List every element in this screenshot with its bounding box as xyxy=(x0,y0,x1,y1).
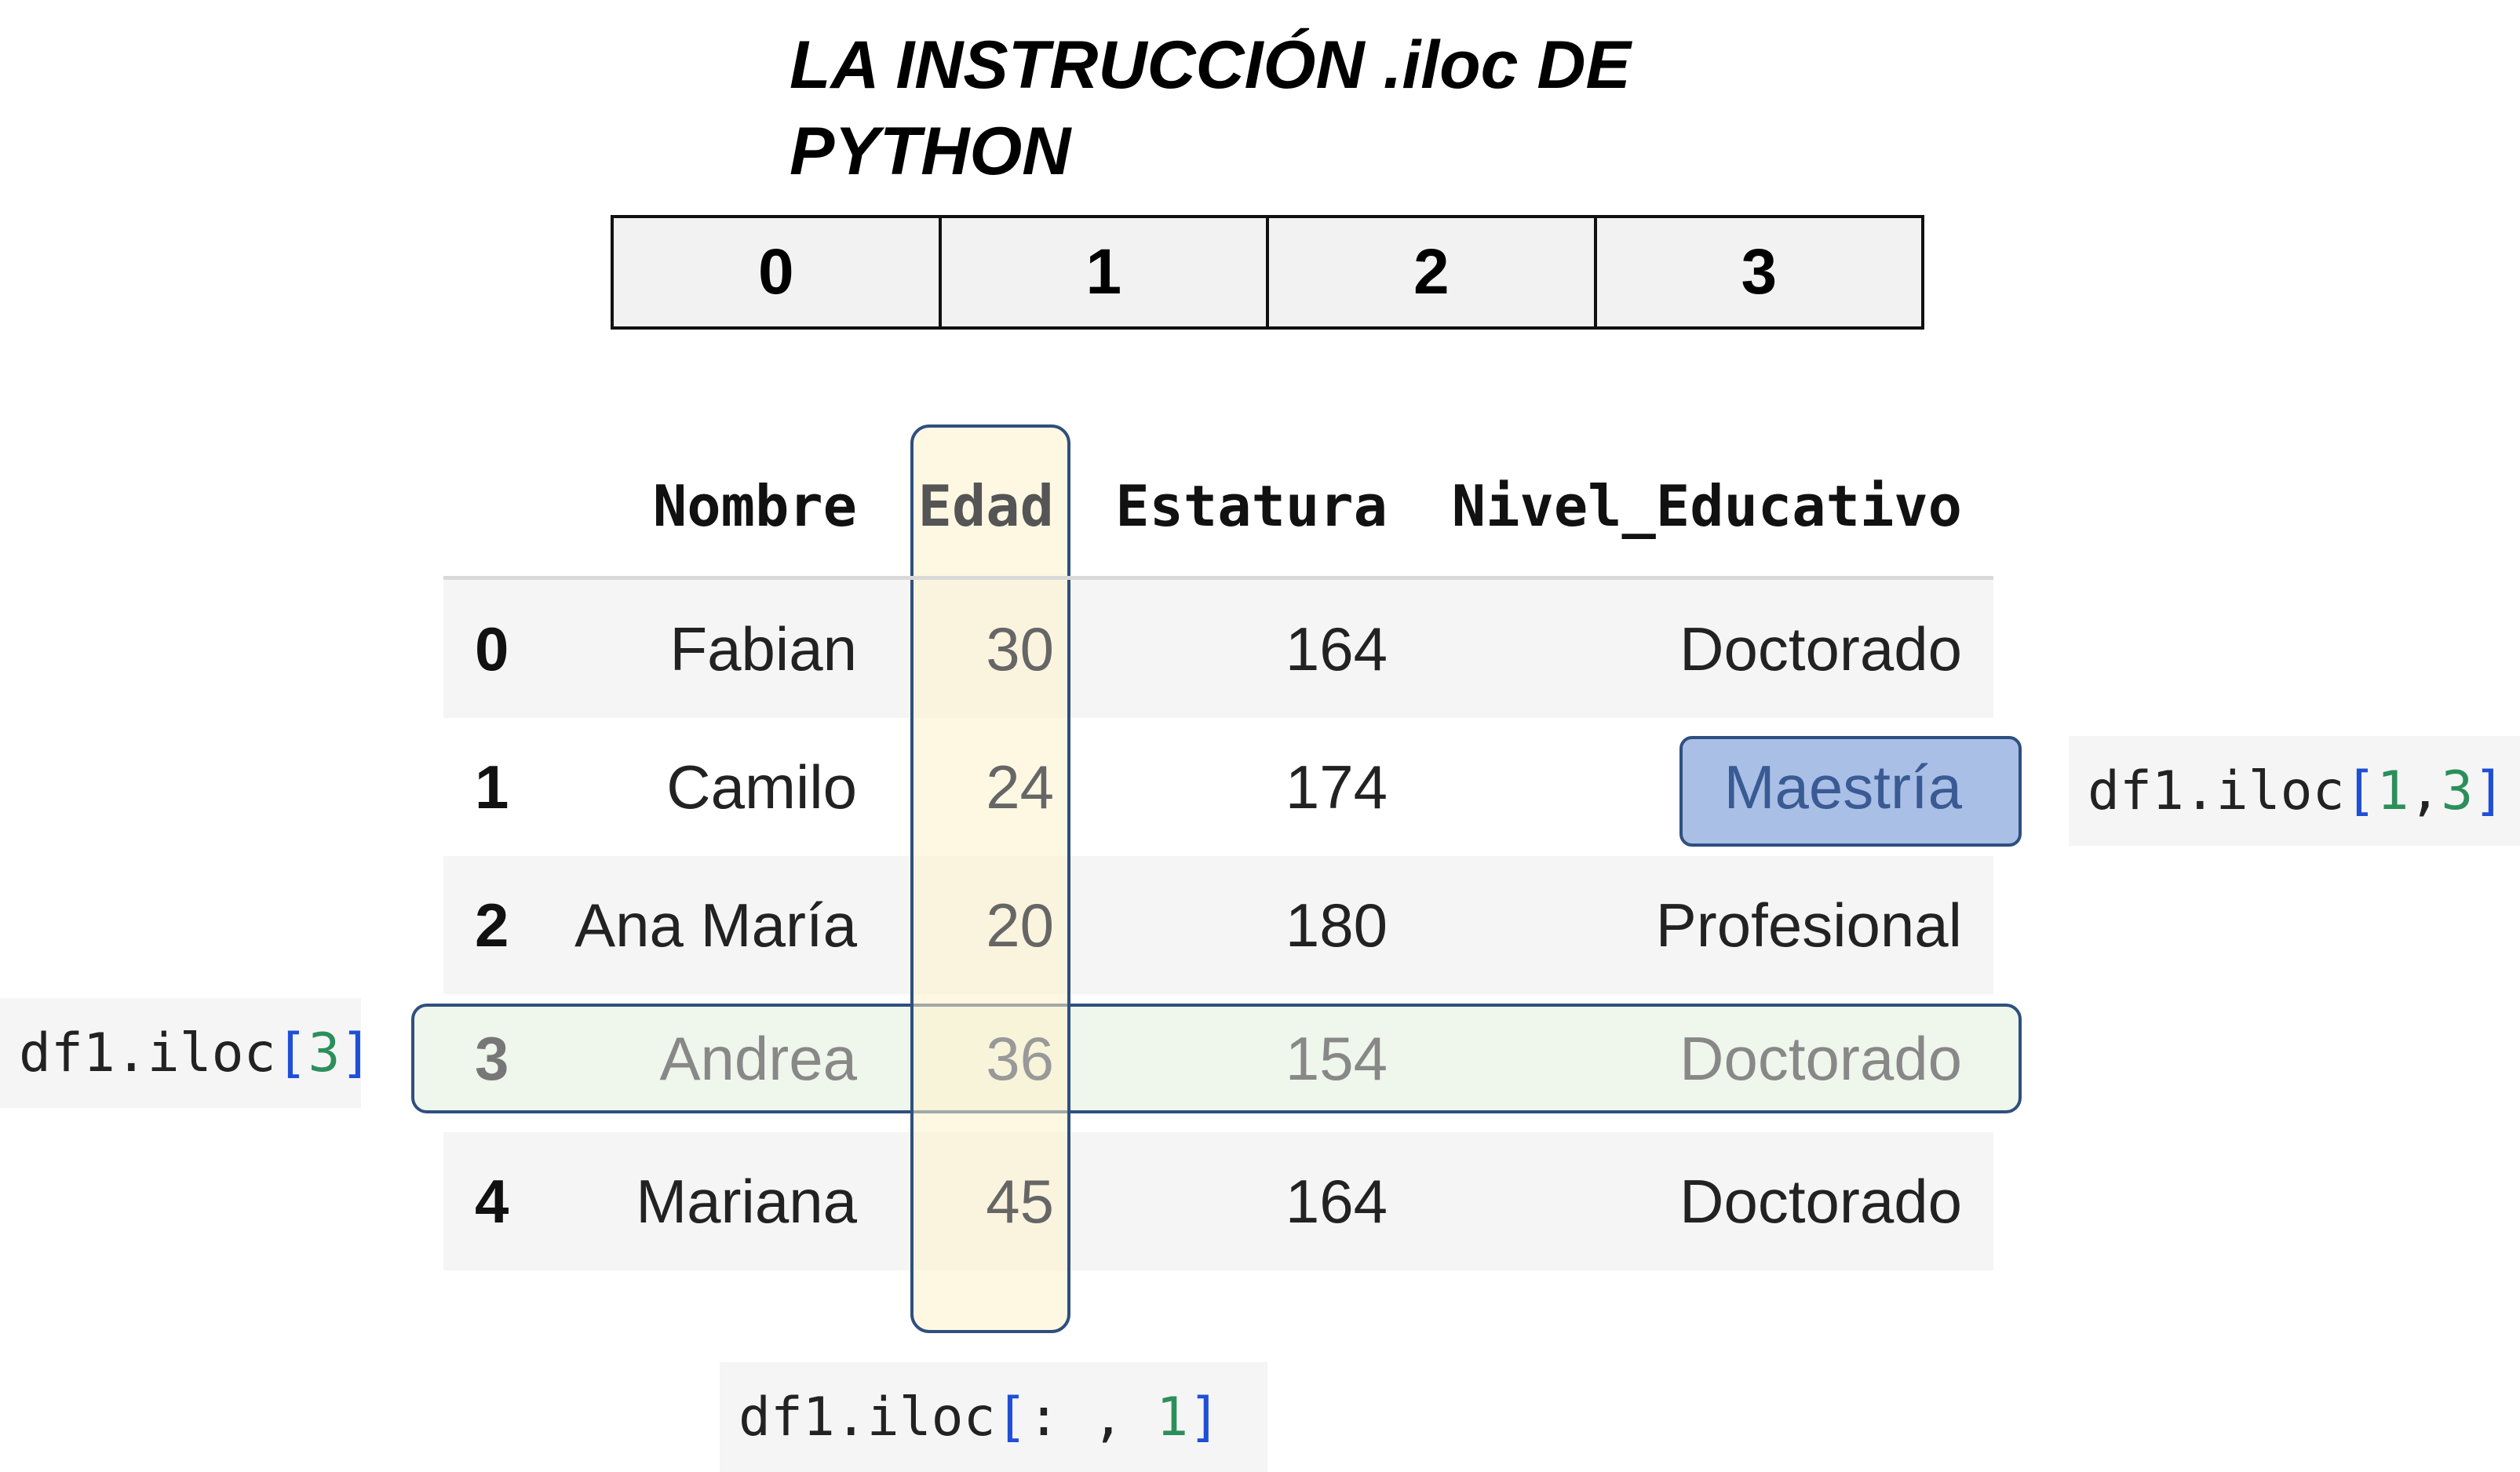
header-divider xyxy=(443,576,1993,580)
code-slice: : , xyxy=(1027,1386,1157,1448)
code-prefix: df1.iloc xyxy=(2088,760,2345,822)
cell-edad: 36 xyxy=(986,1024,1054,1093)
cell-edad: 24 xyxy=(986,752,1054,822)
code-bracket-open: [ xyxy=(995,1386,1028,1448)
cell-nombre: Andrea xyxy=(659,1024,857,1093)
row-index: 2 xyxy=(475,891,509,960)
cell-estatura: 174 xyxy=(1285,752,1388,822)
column-header-nivel-educativo: Nivel_Educativo xyxy=(1451,473,1962,539)
table-row-selected: 3 Andrea 36 154 Doctorado xyxy=(443,989,1993,1128)
title-line-2: PYTHON xyxy=(790,114,1071,189)
code-bracket-open: [ xyxy=(275,1022,308,1084)
code-prefix: df1.iloc xyxy=(19,1022,276,1084)
row-index: 4 xyxy=(475,1167,509,1236)
cell-nivel-educativo-selected: Maestría xyxy=(1723,752,1962,822)
selected-row-highlight xyxy=(411,1004,2022,1113)
code-snippet-column: df1.iloc[: , 1] xyxy=(720,1362,1267,1472)
code-separator: , xyxy=(2409,760,2442,822)
cell-nivel-educativo: Doctorado xyxy=(1679,1167,1962,1236)
code-number: 1 xyxy=(1156,1386,1189,1448)
position-index-strip: 0 1 2 3 xyxy=(611,215,1924,330)
code-number: 1 xyxy=(2376,760,2409,822)
cell-estatura: 154 xyxy=(1285,1024,1388,1093)
cell-edad: 30 xyxy=(986,614,1054,683)
position-index-0: 0 xyxy=(614,218,942,326)
table-row-bg-0 xyxy=(443,580,1993,718)
table-row: 0 Fabian 30 164 Doctorado xyxy=(443,580,1993,718)
column-header-edad: Edad xyxy=(917,473,1054,539)
row-index: 0 xyxy=(475,614,509,683)
column-header-nombre: Nombre xyxy=(652,473,857,539)
code-snippet-cell: df1.iloc[1,3] xyxy=(2069,736,2520,846)
cell-nombre: Mariana xyxy=(636,1167,857,1236)
table-row-bg-4 xyxy=(443,1132,1993,1270)
cell-edad: 20 xyxy=(986,891,1054,960)
cell-estatura: 180 xyxy=(1285,891,1388,960)
cell-nivel-educativo: Doctorado xyxy=(1679,614,1962,683)
position-index-3: 3 xyxy=(1596,218,1921,326)
code-snippet-row: df1.iloc[3] xyxy=(0,998,372,1108)
code-prefix: df1.iloc xyxy=(738,1386,996,1448)
cell-nivel-educativo: Doctorado xyxy=(1679,1024,1962,1093)
code-bracket-close: ] xyxy=(340,1022,373,1084)
cell-nombre: Ana María xyxy=(574,891,857,960)
cell-estatura: 164 xyxy=(1285,1167,1388,1236)
row-index: 1 xyxy=(475,752,509,822)
code-bracket-close: ] xyxy=(2473,760,2506,822)
cell-estatura: 164 xyxy=(1285,614,1388,683)
code-bracket-open: [ xyxy=(2344,760,2377,822)
table-row: 1 Camilo 24 174 Maestría xyxy=(443,718,1993,856)
column-header-estatura: Estatura xyxy=(1115,473,1388,539)
position-index-1: 1 xyxy=(941,218,1269,326)
cell-nombre: Fabian xyxy=(669,614,858,683)
selected-cell-highlight xyxy=(1679,736,2022,847)
code-number: 3 xyxy=(308,1022,341,1084)
cell-nivel-educativo: Profesional xyxy=(1655,891,1962,960)
diagram-title: LA INSTRUCCIÓN .iloc DE PYTHON xyxy=(790,22,1888,195)
cell-edad: 45 xyxy=(986,1167,1054,1236)
title-line-1: LA INSTRUCCIÓN .iloc DE xyxy=(790,27,1631,103)
position-index-2: 2 xyxy=(1269,218,1597,326)
table-row: 4 Mariana 45 164 Doctorado xyxy=(443,1132,1993,1270)
table-row-bg-2 xyxy=(443,856,1993,994)
cell-nombre: Camilo xyxy=(666,752,857,822)
code-bracket-close: ] xyxy=(1188,1386,1221,1448)
table-row: 2 Ana María 20 180 Profesional xyxy=(443,856,1993,994)
row-index: 3 xyxy=(475,1024,509,1093)
code-number: 3 xyxy=(2441,760,2474,822)
